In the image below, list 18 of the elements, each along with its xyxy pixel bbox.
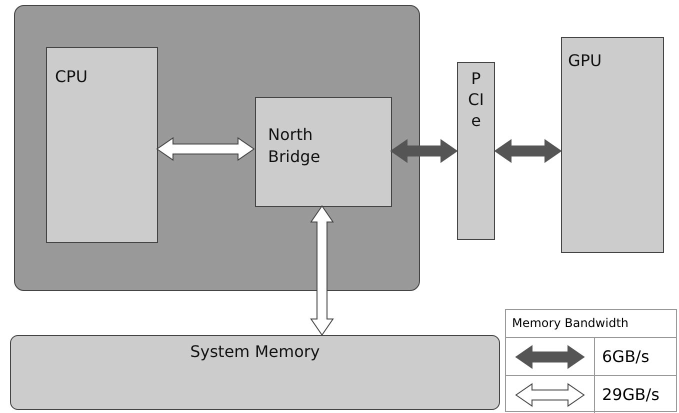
north-bridge-box xyxy=(255,97,392,207)
double-arrow xyxy=(390,139,458,163)
double-arrow xyxy=(310,205,334,336)
double-arrow xyxy=(494,139,562,163)
node-label: System Memory xyxy=(190,341,320,363)
legend-title: Memory Bandwidth xyxy=(512,315,629,332)
pcie-box xyxy=(457,62,495,240)
system-board-panel xyxy=(14,5,420,291)
node-label: GPU xyxy=(568,50,603,72)
double-arrow xyxy=(156,137,255,161)
gpu-box xyxy=(561,37,664,253)
node-label: PCIe xyxy=(468,69,484,132)
cpu-box xyxy=(46,47,158,243)
legend-label: 29GB/s xyxy=(602,384,660,406)
memory-box xyxy=(10,335,500,410)
node-label: CPU xyxy=(55,66,89,88)
node-label: North Bridge xyxy=(268,124,322,168)
legend-label: 6GB/s xyxy=(602,346,650,368)
